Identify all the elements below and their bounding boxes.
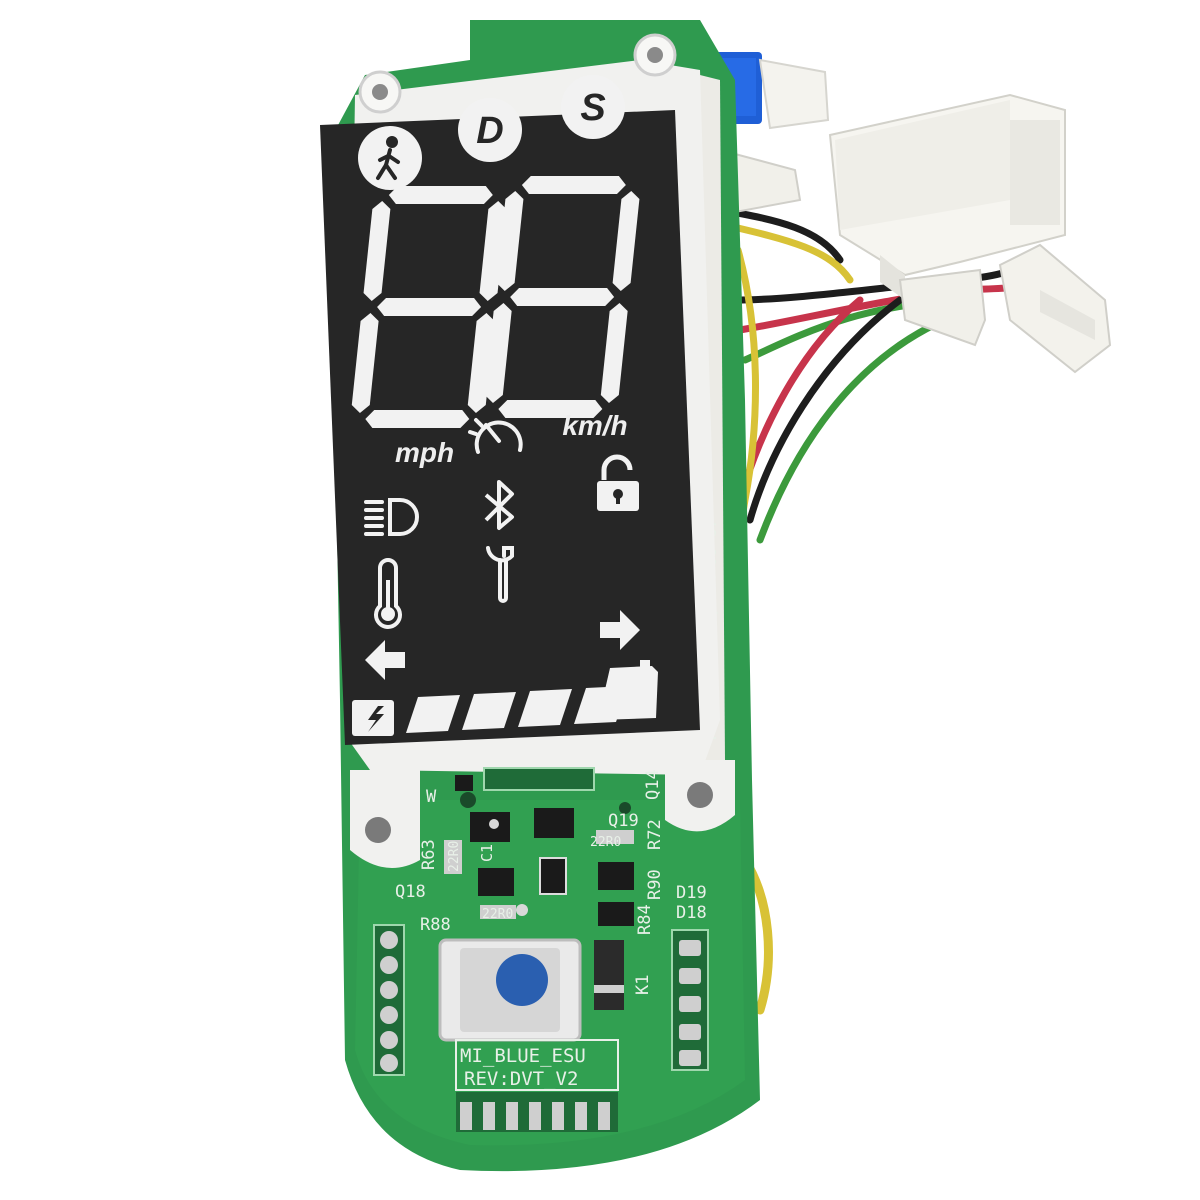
silk-r63: R63 — [419, 839, 439, 870]
lightning-icon — [352, 700, 394, 736]
unit-kmh: km/h — [562, 410, 627, 441]
battery-indicator — [352, 660, 658, 736]
mounting-hole-left — [365, 817, 391, 843]
mounting-hole-right — [687, 782, 713, 808]
pcb-components — [373, 767, 709, 1132]
silk-d18: D18 — [676, 903, 707, 923]
bottom-pads — [456, 1092, 618, 1132]
connector-side-white — [718, 148, 987, 347]
arrow-right-icon — [600, 610, 640, 650]
mode-s: S — [561, 75, 625, 139]
speedometer-icon — [468, 418, 523, 454]
silk-r84: R84 — [635, 904, 655, 935]
wire-harness — [716, 206, 1039, 1015]
mode-s-label: S — [580, 87, 605, 129]
resistor-label-2: 22R0 — [482, 907, 513, 922]
rev-label: REV:DVT_V2 — [464, 1068, 578, 1090]
mode-walk — [358, 126, 422, 190]
silk-q19: Q19 — [608, 811, 639, 831]
thermometer-icon — [374, 558, 402, 629]
silk-k1: K1 — [633, 975, 653, 995]
silk-q14: Q14 — [643, 769, 663, 800]
battery-cap — [598, 666, 658, 720]
lcd-screen: D S — [320, 75, 700, 745]
battery-bar — [406, 695, 460, 733]
silk-d19: D19 — [676, 883, 707, 903]
silk-c1: C1 — [478, 844, 496, 862]
resistor-label-3: 22R0 — [447, 841, 462, 872]
connector-large-white — [828, 93, 1066, 300]
walk-icon — [376, 136, 400, 180]
connector-small-white — [758, 58, 830, 130]
bluetooth-icon — [484, 480, 514, 530]
switch-button-blue — [496, 954, 548, 1006]
tact-switch — [438, 938, 582, 1042]
mode-d-label: D — [476, 110, 503, 152]
lock-icon — [597, 454, 639, 511]
silk-r88: R88 — [420, 915, 451, 935]
arrow-left-icon — [365, 640, 405, 680]
model-label: MI_BLUE_ESU — [460, 1045, 586, 1067]
headlight-icon — [364, 498, 419, 536]
resistor-label-1: 22R0 — [590, 835, 621, 850]
silk-q18: Q18 — [395, 882, 426, 902]
silk-w: W — [426, 787, 437, 807]
wrench-icon — [486, 546, 514, 603]
silk-r90: R90 — [645, 869, 665, 900]
pin-header-right — [671, 929, 709, 1071]
mode-d: D — [458, 98, 522, 162]
silk-r72: R72 — [645, 819, 665, 850]
battery-bar — [518, 689, 572, 727]
unit-mph: mph — [395, 437, 454, 468]
silkscreen-labels: MI_BLUE_ESU REV:DVT_V2 R63 Q18 R88 R90 R… — [395, 769, 707, 1090]
connector-right-white — [998, 243, 1112, 374]
battery-bar — [462, 692, 516, 730]
pin-header-left — [373, 924, 405, 1076]
